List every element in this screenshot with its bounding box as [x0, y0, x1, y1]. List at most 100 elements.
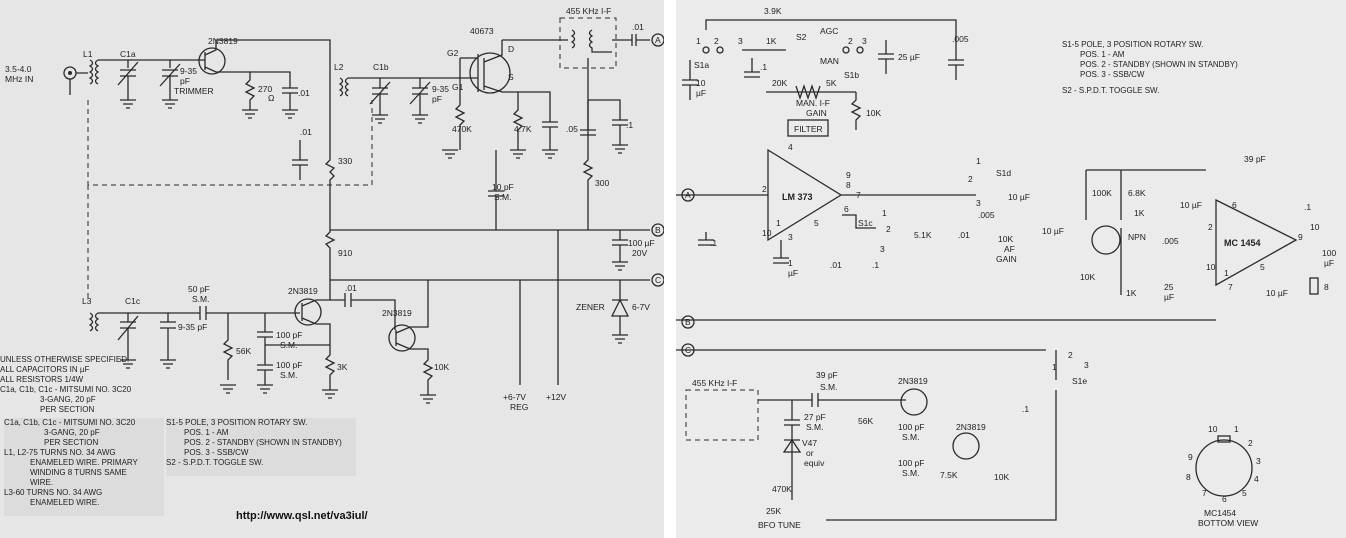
pin-ring-4: 4 [1254, 474, 1259, 484]
resistor-910-label: 910 [338, 248, 352, 258]
mc1454-pinout-icon [1195, 439, 1253, 497]
pot-gain-label-2: GAIN [806, 108, 827, 118]
supply-reg-label: +6-7V [503, 392, 526, 402]
cap-27pf-label: 27 pF [804, 412, 826, 422]
note-bottom-7: WIRE. [30, 478, 54, 487]
note-bottom-6: WINDING 8 TURNS SAME [30, 468, 127, 477]
af-gain-label-3: GAIN [996, 254, 1017, 264]
resistor-1k-b-label: 1K [1134, 208, 1145, 218]
if-label-right: 455 KHz I-F [692, 378, 737, 388]
cap-10pf-label: 10 pF [492, 182, 514, 192]
trimmer-1-label: 9-35 [180, 66, 197, 76]
switch-s1b-label: S1b [844, 70, 859, 80]
source-url-link[interactable]: http://www.qsl.net/va3iul/ [236, 510, 368, 522]
s1c-pos-3: 3 [880, 244, 885, 254]
s1b-pos-3: 3 [862, 36, 867, 46]
switch-s1c-label: S1c [858, 218, 873, 228]
cap-100uf-unit: µF [1324, 258, 1334, 268]
mc1454-pin-9: 9 [1298, 232, 1303, 242]
s1e-pos-1: 1 [1052, 362, 1057, 372]
lm373-pin-4: 4 [788, 142, 793, 152]
cap-100pf-b-type: S.M. [280, 370, 297, 380]
af-gain-label-2: AF [1004, 244, 1015, 254]
cap-1uf-unit: µF [788, 268, 798, 278]
cap-1b-label: .1 [710, 238, 717, 248]
resistor-10k-c-label: 10K [994, 472, 1009, 482]
note-bottom-5: ENAMELED WIRE. PRIMARY [30, 458, 138, 467]
pin-ring-1: 1 [1234, 424, 1239, 434]
mosfet-label: 40673 [470, 26, 494, 36]
cap-c1b-icon [348, 77, 391, 115]
trimmer-2-unit: pF [432, 94, 442, 104]
switch-s2-label: S2 [796, 32, 807, 42]
mosfet-40673-icon [469, 52, 511, 94]
cap-39pf-b-label: 39 pF [816, 370, 838, 380]
npn-transistor-icon [1091, 225, 1121, 255]
switch-agc-label: AGC [820, 26, 838, 36]
cap-1c-label: .1 [872, 260, 879, 270]
switch-s1e-label: S1e [1072, 376, 1087, 386]
ic-lm373-label: LM 373 [782, 192, 813, 202]
terminal-a-right-icon [681, 188, 695, 202]
varactor-icon [782, 438, 802, 453]
cap-005c-label: .005 [1162, 236, 1179, 246]
cap-c1a-label: C1a [120, 49, 136, 59]
terminal-b-left: B [655, 225, 661, 235]
resistor-25k-label: 25K [766, 506, 781, 516]
cap-25uf-label: 25 µF [898, 52, 920, 62]
cap-005a-label: .005 [952, 34, 969, 44]
cap-100pf-c-type: S.M. [902, 432, 919, 442]
trimmer-2-label: 9-35 [432, 84, 449, 94]
zener-value: 6-7V [632, 302, 650, 312]
resistor-51k-label: 5.1K [914, 230, 932, 240]
cap-25uf-b-unit: µF [1164, 292, 1174, 302]
jfet-q2-label: 2N3819 [288, 286, 318, 296]
pot-gain-icon [766, 83, 856, 101]
coil-l3-icon [88, 312, 100, 332]
coil-l2-label: L2 [334, 62, 344, 72]
varactor-label-2: or [806, 448, 814, 458]
resistor-1k-a-label: 1K [766, 36, 777, 46]
note-top-3: ALL RESISTORS 1/4W [0, 375, 84, 384]
gang-link [87, 100, 373, 186]
resistor-5k-label: 5K [826, 78, 837, 88]
cap-39pf-label: 39 pF [1244, 154, 1266, 164]
note-top-5: 3-GANG, 20 pF [40, 395, 96, 404]
switch-note-right-1: S1-5 POLE, 3 POSITION ROTARY SW. [1062, 40, 1204, 49]
input-label-2: MHz IN [5, 74, 33, 84]
s1a-pos-1: 1 [696, 36, 701, 46]
pin-ring-5: 5 [1242, 488, 1247, 498]
trimmer-1-unit: pF [180, 76, 190, 86]
speaker-label: 8 [1324, 282, 1329, 292]
input-label-1: 3.5-4.0 [5, 64, 32, 74]
cap-100pf-c-label: 100 pF [898, 422, 924, 432]
ground-icons-1 [120, 99, 298, 119]
switch-man-label: MAN [820, 56, 839, 66]
s-pos-3: 3 [738, 36, 743, 46]
sheet-gap [664, 0, 676, 538]
cap-10uf-b-label: 10 µF [1008, 192, 1030, 202]
bfo-tune-label: BFO TUNE [758, 520, 801, 530]
jfet-q3-label: 2N3819 [382, 308, 412, 318]
trimmer-3-label: 9-35 pF [178, 322, 207, 332]
switch-s1a-label: S1a [694, 60, 709, 70]
cap-05-label: .05 [566, 124, 578, 134]
mc1454-pin-1: 1 [1224, 268, 1229, 278]
cap-10uf-e-label: 10 µF [1266, 288, 1288, 298]
cap-50pf-type: S.M. [192, 294, 209, 304]
ic-mc1454-label: MC 1454 [1224, 238, 1261, 248]
bottom-view-label-1: MC1454 [1204, 508, 1236, 518]
coil-l1-label: L1 [83, 49, 93, 59]
s1c-pos-2: 2 [886, 224, 891, 234]
resistor-68k-label: 6.8K [1128, 188, 1146, 198]
cap-10pf-type: S.M. [494, 192, 511, 202]
filter-label: FILTER [794, 124, 823, 134]
mosfet-pin-d: D [508, 44, 514, 54]
s1d-pos-2: 2 [968, 174, 973, 184]
lm373-pin-10: 10 [762, 228, 772, 238]
jfet-q2-icon [294, 298, 322, 326]
trimmer-2-icon [380, 77, 431, 115]
npn-label: NPN [1128, 232, 1146, 242]
note-bottom-3: PER SECTION [44, 438, 99, 447]
cap-c1c-label: C1c [125, 296, 141, 306]
